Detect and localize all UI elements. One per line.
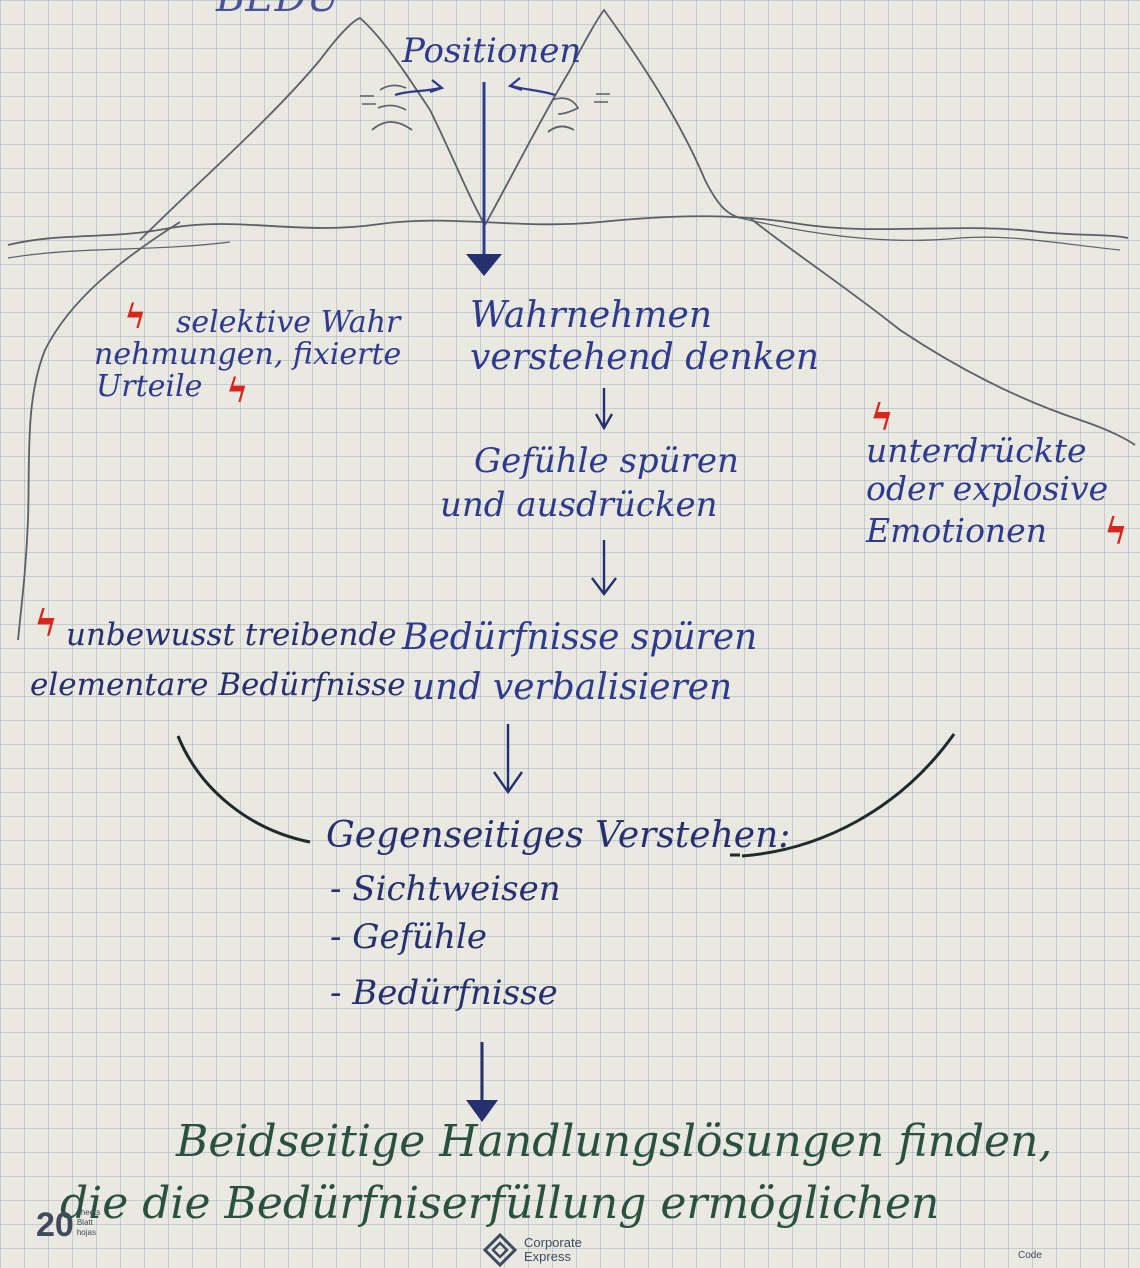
wahrnehmen-line-2: verstehend denken bbox=[470, 337, 820, 378]
positionen-label: Positionen bbox=[402, 31, 582, 71]
unbewusst-line-1: unbewusst treibende bbox=[66, 617, 397, 653]
top-heading-fragment: BEDÜ bbox=[216, 0, 340, 18]
lightning-icon: ϟ bbox=[226, 371, 249, 411]
brand-name-line-2: Express bbox=[524, 1249, 571, 1264]
lightning-icon: ϟ bbox=[124, 297, 147, 337]
unbewusst-line-2: elementare Bedürfnisse bbox=[30, 667, 406, 703]
verstehen-item: - Gefühle bbox=[330, 917, 487, 957]
sheet-count-number: 20 bbox=[36, 1206, 74, 1244]
verstehen-item: - Bedürfnisse bbox=[330, 973, 558, 1013]
brand-name: Corporate Express bbox=[524, 1236, 582, 1264]
brand-name-line-1: Corporate bbox=[524, 1235, 582, 1250]
sheet-unit-es: hojas bbox=[76, 1228, 96, 1237]
right-bracket-curve bbox=[741, 733, 956, 858]
beduerfnisse-line-2: und verbalisieren bbox=[412, 667, 733, 708]
brand-logo: Corporate Express bbox=[482, 1232, 582, 1268]
lightning-icon: ϟ bbox=[34, 603, 58, 645]
code-label: Code bbox=[1018, 1250, 1042, 1261]
verstehen-item: - Sichtweisen bbox=[330, 869, 561, 909]
brand-mark-icon bbox=[482, 1232, 518, 1268]
verstehen-title: Gegenseitiges Verstehen: bbox=[326, 815, 791, 856]
left-peak bbox=[139, 16, 486, 241]
waterline bbox=[7, 215, 1129, 246]
sheet-unit-de: Blatt bbox=[76, 1218, 93, 1227]
left-bracket-curve bbox=[176, 735, 311, 844]
selektive-line-3: Urteile bbox=[96, 369, 203, 404]
sheet-count-units: sheets Blatt hojas bbox=[77, 1208, 101, 1238]
selektive-line-2: nehmungen, fixierte bbox=[94, 337, 402, 372]
lightning-icon: ϟ bbox=[1104, 511, 1128, 553]
unterdrueckte-line-1: unterdrückte bbox=[866, 431, 1087, 470]
loesungen-line-2: die die Bedürfniserfüllung ermöglichen bbox=[60, 1178, 940, 1229]
right-peak bbox=[484, 8, 741, 226]
gefuehle-line-1: Gefühle spüren bbox=[474, 441, 739, 481]
iceberg-right-contour bbox=[749, 217, 1136, 446]
selektive-line-1: selektive Wahr bbox=[176, 305, 401, 340]
pad-sheet-count: 20 sheets Blatt hojas bbox=[36, 1208, 100, 1242]
lightning-icon: ϟ bbox=[870, 397, 894, 439]
gefuehle-line-2: und ausdrücken bbox=[440, 485, 718, 525]
unterdrueckte-line-3: Emotionen bbox=[866, 511, 1047, 550]
unterdrueckte-line-2: oder explosive bbox=[866, 469, 1109, 508]
sheet-unit-en: sheets bbox=[76, 1208, 101, 1217]
loesungen-line-1: Beidseitige Handlungslösungen finden, bbox=[176, 1116, 1053, 1167]
beduerfnisse-line-1: Bedürfnisse spüren bbox=[402, 617, 758, 658]
iceberg-left-contour bbox=[17, 221, 181, 641]
wahrnehmen-line-1: Wahrnehmen bbox=[470, 295, 713, 336]
